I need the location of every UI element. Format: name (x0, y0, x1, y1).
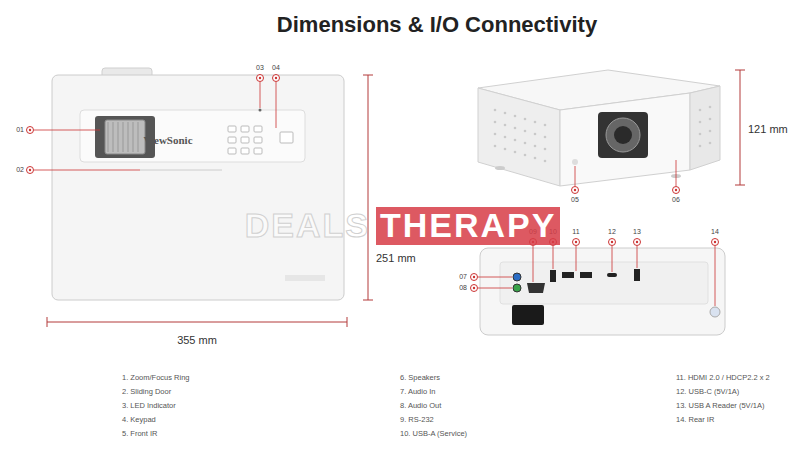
callout-number: 07 (459, 273, 467, 281)
callout-number: 04 (272, 64, 280, 72)
callout-number: 01 (16, 126, 24, 134)
callout-number: 08 (459, 284, 467, 292)
legend-item-text: 2. Sliding Door (122, 388, 171, 396)
legend-item-text: 8. Audio Out (400, 402, 441, 410)
brand-logo: ViewSonic (143, 134, 192, 146)
legend-item-text: 1. Zoom/Focus Ring (122, 374, 190, 382)
dimension-label: 121 mm (748, 123, 788, 135)
watermark: THERAPY (376, 207, 560, 244)
legend-item-text: 11. HDMI 2.0 / HDCP2.2 x 2 (676, 374, 770, 382)
callout-number: 03 (256, 64, 264, 72)
legend-item-text: 13. USB A Reader (5V/1A) (676, 402, 764, 410)
legend-item-text: 3. LED Indicator (122, 402, 176, 410)
callout-number: 06 (672, 196, 680, 204)
watermark: DEALS (245, 207, 370, 244)
legend-item-text: 5. Front IR (122, 430, 157, 438)
legend-item-text: 7. Audio In (400, 388, 435, 396)
dimension-label: 251 mm (376, 252, 416, 264)
title: Dimensions & I/O Connectivity (277, 13, 597, 37)
legend-item-text: 9. RS-232 (400, 416, 434, 424)
legend-item-text: 14. Rear IR (676, 416, 714, 424)
callout-number: 05 (571, 196, 579, 204)
callout-number: 13 (633, 228, 641, 236)
legend-item-text: 4. Keypad (122, 416, 156, 424)
legend-item-text: 12. USB-C (5V/1A) (676, 388, 739, 396)
legend-item-text: 6. Speakers (400, 374, 440, 382)
callout-number: 14 (711, 228, 719, 236)
dimension-label: 355 mm (177, 334, 217, 346)
callout-number: 12 (608, 228, 616, 236)
callout-number: 11 (572, 228, 579, 236)
legend-item-text: 10. USB-A (Service) (400, 430, 467, 438)
callout-number: 02 (16, 166, 24, 174)
